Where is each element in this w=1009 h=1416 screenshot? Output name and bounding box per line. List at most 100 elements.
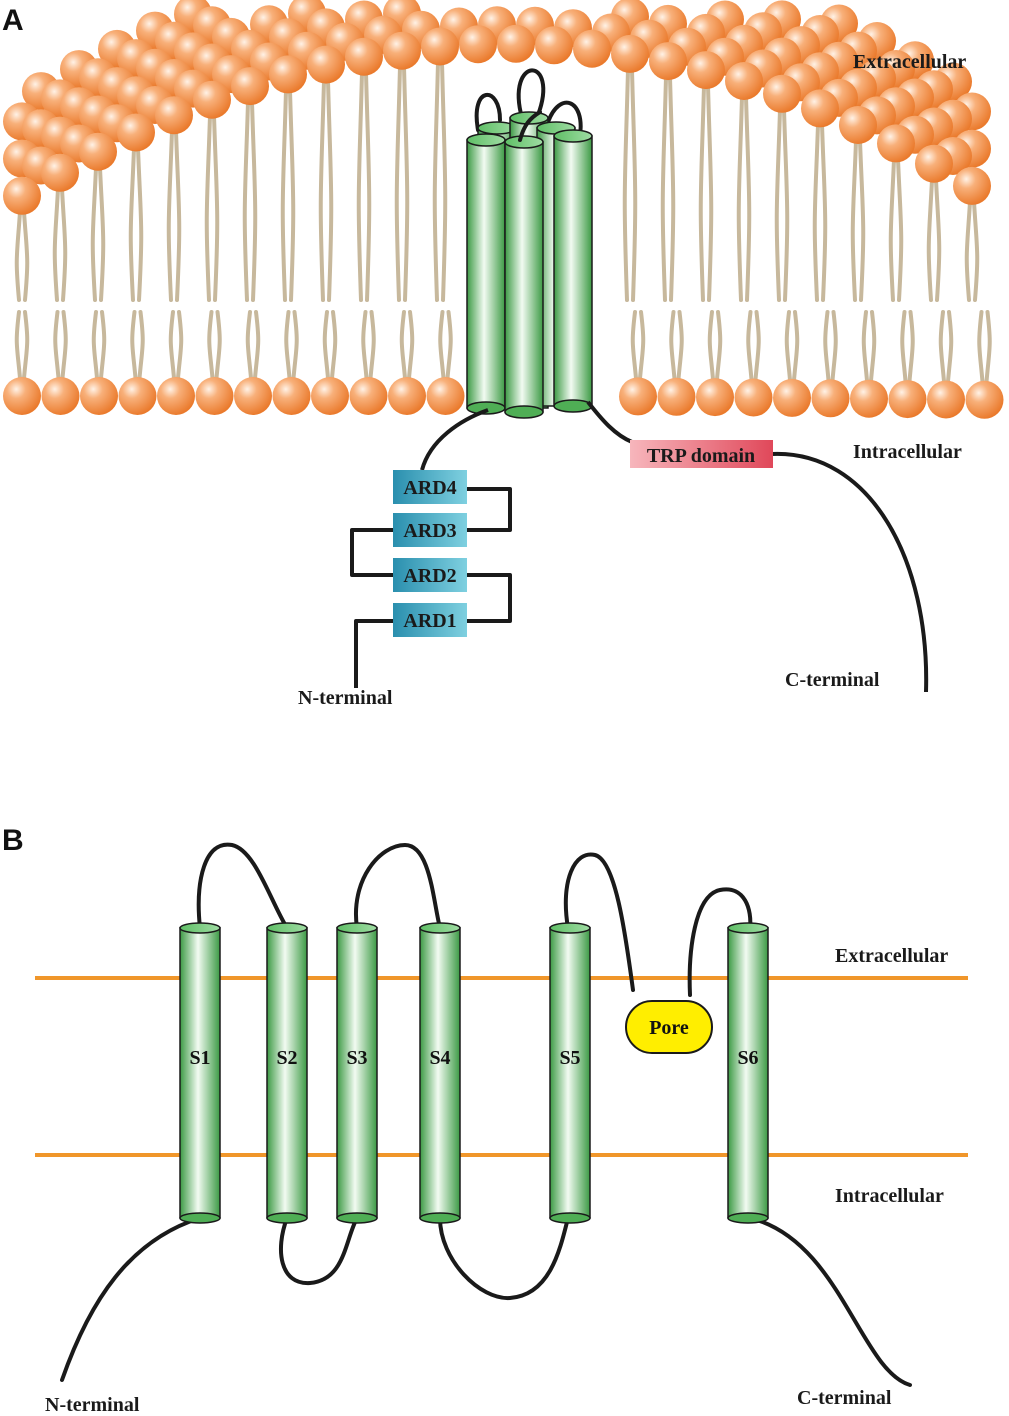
lipid-tail xyxy=(356,70,364,302)
lipid-tail xyxy=(242,100,250,302)
lipid-tail xyxy=(753,310,761,382)
lipid-tail xyxy=(394,64,402,302)
lipid-tail xyxy=(938,310,946,384)
segment-s2: S2 xyxy=(266,922,308,1224)
lipid-tail xyxy=(52,186,60,302)
segment-s3-label: S3 xyxy=(346,1047,367,1069)
lipid-tails xyxy=(14,60,992,384)
trp-domain-box: TRP domain xyxy=(630,440,773,468)
lipid-head xyxy=(773,378,811,417)
lipid-head xyxy=(421,27,459,66)
lipid-head xyxy=(311,377,349,415)
lipid-bilayer-heads xyxy=(3,0,1004,419)
lipid-tail xyxy=(900,310,908,384)
lipid-head xyxy=(657,377,696,416)
lipid-tail xyxy=(288,88,296,302)
lipid-head xyxy=(965,380,1004,419)
lipid-tail xyxy=(318,78,326,302)
lipid-tail xyxy=(176,310,184,380)
extracellular-label-a: Extracellular xyxy=(853,51,966,73)
helix-front-1 xyxy=(466,133,506,415)
intracellular-label-a: Intracellular xyxy=(853,441,962,463)
lipid-tail xyxy=(715,310,723,382)
lipid-tail xyxy=(14,310,22,380)
c-terminal-label-a: C-terminal xyxy=(785,669,880,691)
lipid-head xyxy=(3,176,41,215)
lipid-tail xyxy=(630,67,638,302)
lipid-head xyxy=(611,34,649,73)
lipid-tail xyxy=(399,310,407,380)
lipid-tail xyxy=(638,310,646,381)
lipid-tail xyxy=(60,310,68,380)
pore-element: Pore xyxy=(625,1000,713,1054)
lipid-tail xyxy=(361,310,369,380)
lipid-tail xyxy=(253,310,261,380)
intracellular-label-b: Intracellular xyxy=(835,1185,944,1207)
lipid-head xyxy=(231,67,269,106)
lipid-tail xyxy=(250,100,258,302)
lipid-tail xyxy=(660,75,668,302)
n-terminal-label-a: N-terminal xyxy=(298,687,393,709)
lipid-head xyxy=(459,25,497,64)
lipid-head xyxy=(269,55,307,94)
lipid-tail xyxy=(364,70,372,302)
lipid-tail xyxy=(830,310,838,383)
channel-helices xyxy=(466,110,593,419)
helix-front-2 xyxy=(504,135,544,419)
lipid-head xyxy=(763,74,801,113)
lipid-tail xyxy=(130,310,138,380)
lipid-head xyxy=(649,42,687,81)
lipid-tail xyxy=(440,60,448,302)
n-terminal-chain xyxy=(350,408,512,688)
lipid-head xyxy=(734,378,773,417)
lipid-tail xyxy=(207,310,215,380)
lipid-tail xyxy=(676,310,684,381)
lipid-head xyxy=(80,377,118,415)
lipid-head xyxy=(41,377,80,415)
lipid-tail xyxy=(402,64,410,302)
lipid-head xyxy=(927,380,965,419)
lipid-tail xyxy=(245,310,253,380)
segment-loops xyxy=(60,842,912,1387)
lipid-head xyxy=(195,377,234,415)
lipid-head xyxy=(850,379,888,418)
lipid-tail xyxy=(98,165,106,302)
lipid-tail xyxy=(782,107,790,302)
lipid-tail xyxy=(174,129,182,302)
ard3-label: ARD3 xyxy=(403,520,456,542)
segment-s4-label: S4 xyxy=(429,1047,450,1069)
lipid-head xyxy=(811,379,850,418)
segment-s2-label: S2 xyxy=(276,1047,297,1069)
lipid-tail xyxy=(60,186,68,302)
lipid-tail xyxy=(326,78,334,302)
lipid-tail xyxy=(168,310,176,380)
lipid-tail xyxy=(977,310,985,384)
lipid-tail xyxy=(53,310,61,380)
lipid-tail xyxy=(746,310,754,382)
n-terminal-label-b: N-terminal xyxy=(45,1394,140,1416)
lipid-tail xyxy=(136,146,144,302)
lipid-tail xyxy=(792,310,800,382)
segment-s1-label: S1 xyxy=(189,1047,210,1069)
segment-s5-label: S5 xyxy=(559,1047,580,1069)
lipid-tail xyxy=(668,75,676,302)
panel-a-label: A xyxy=(2,4,24,37)
lipid-tail xyxy=(128,146,136,302)
lipid-tail xyxy=(14,209,22,302)
lipid-head xyxy=(117,113,155,152)
lipid-head xyxy=(877,124,915,163)
c-terminal-label-b: C-terminal xyxy=(797,1387,892,1409)
lipid-tail xyxy=(706,84,714,302)
lipid-tail xyxy=(820,122,828,302)
lipid-tail xyxy=(280,88,288,302)
lipid-tail xyxy=(214,310,222,380)
lipid-tail xyxy=(707,310,715,382)
lipid-head xyxy=(915,144,953,183)
lipid-tail xyxy=(630,310,638,381)
lipid-head xyxy=(41,153,79,192)
lipid-tail xyxy=(698,84,706,302)
lipid-tail xyxy=(896,157,904,302)
lipid-tail xyxy=(861,310,869,383)
